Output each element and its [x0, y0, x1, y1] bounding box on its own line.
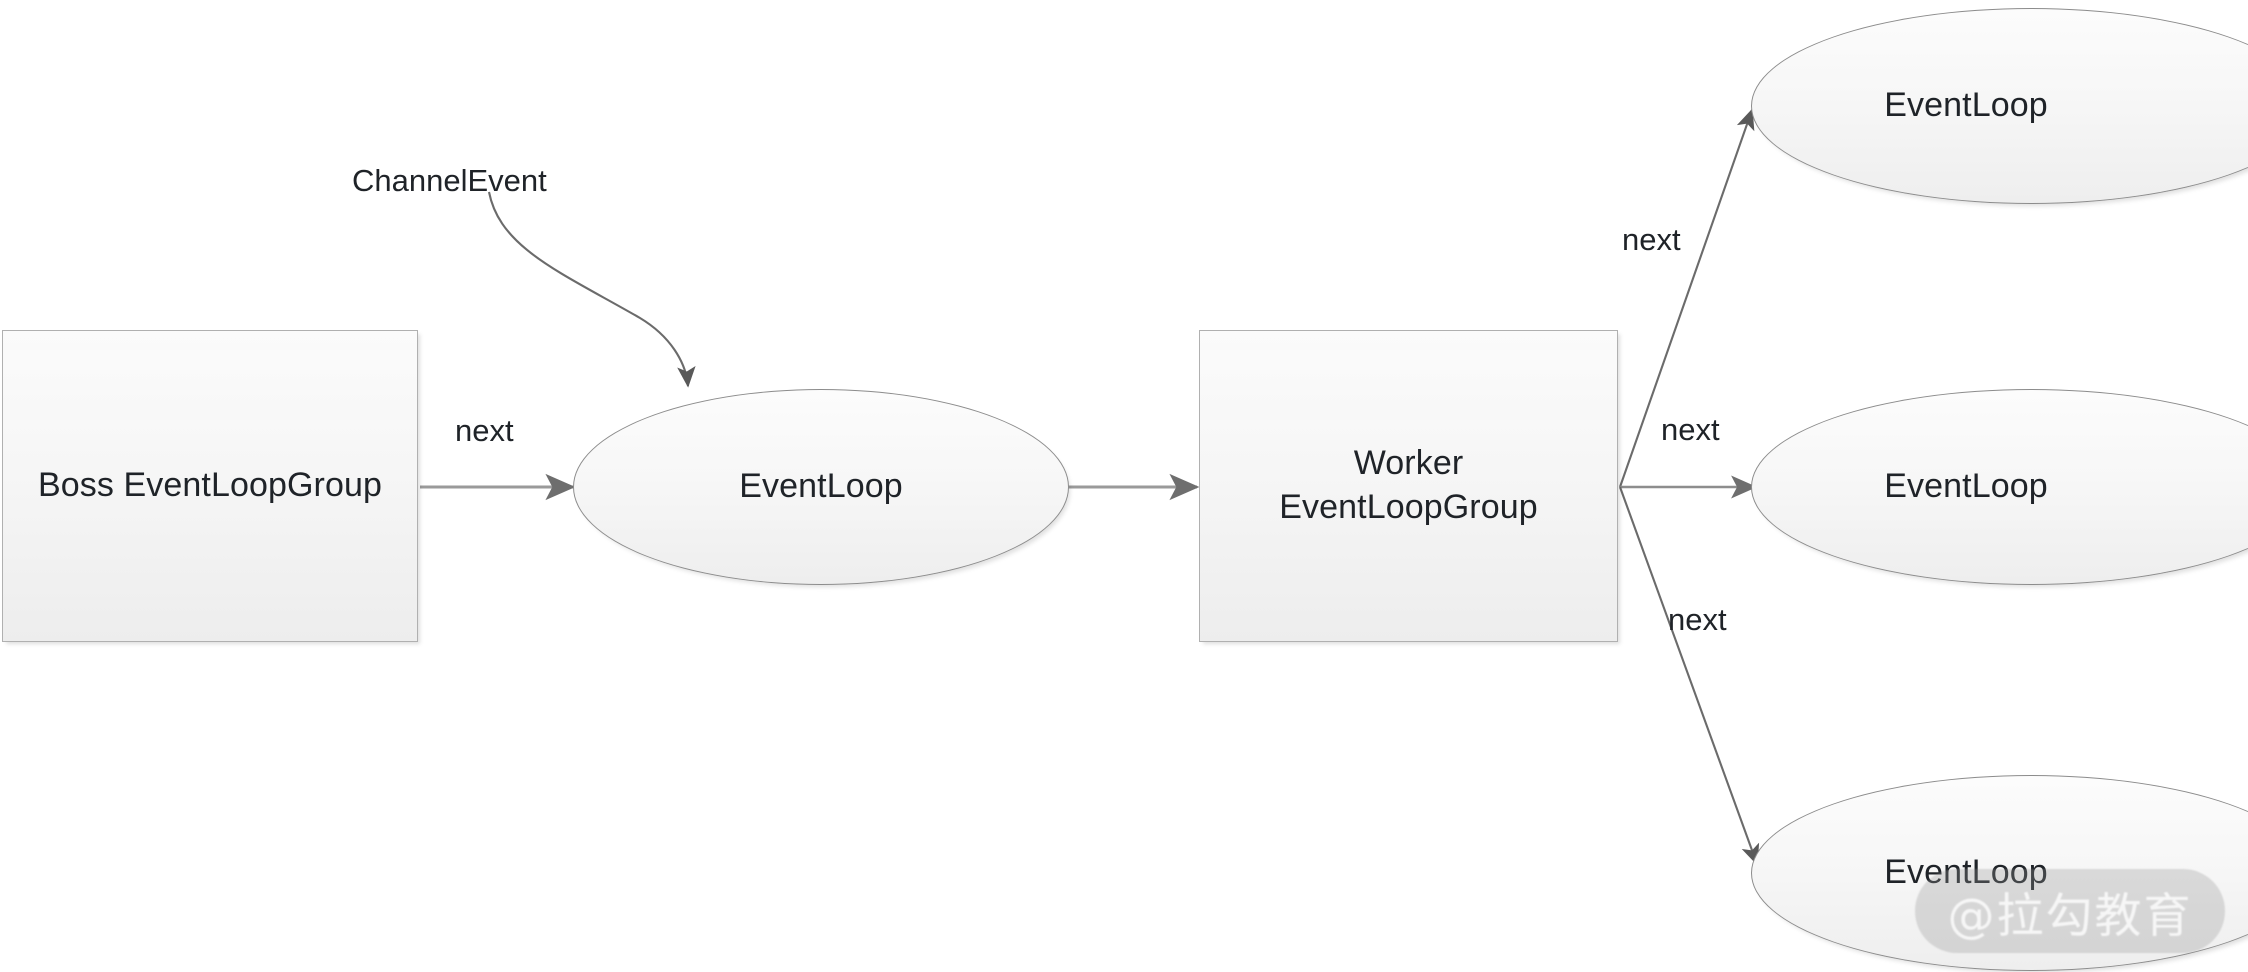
- node-worker-eventloop-3-label: EventLoop: [1884, 853, 2048, 892]
- edge-label-channel-event: ChannelEvent: [352, 163, 547, 198]
- edge-channel-event: [487, 191, 696, 388]
- node-worker-eventloopgroup-label: Worker EventLoopGroup: [1279, 444, 1538, 526]
- edge-label-worker-next-2: next: [1661, 412, 1720, 447]
- edge-label-boss-next: next: [455, 413, 514, 448]
- edge-label-worker-next-3: next: [1668, 602, 1727, 637]
- node-boss-eventloopgroup-label: Boss EventLoopGroup: [37, 466, 382, 505]
- edge-label-worker-next-1: next: [1622, 222, 1681, 257]
- node-worker-eventloop-3[interactable]: EventLoop: [1751, 775, 2248, 971]
- node-worker-eventloop-2[interactable]: EventLoop: [1751, 389, 2248, 585]
- node-worker-eventloopgroup[interactable]: Worker EventLoopGroup: [1199, 330, 1618, 642]
- node-worker-eventloop-1-label: EventLoop: [1884, 86, 2048, 125]
- edge-worker-to-eventloop-3: [1619, 486, 1760, 866]
- node-worker-eventloop-2-label: EventLoop: [1884, 467, 2048, 506]
- node-boss-eventloop[interactable]: EventLoop: [573, 389, 1069, 585]
- node-worker-eventloop-1[interactable]: EventLoop: [1751, 8, 2248, 204]
- node-boss-eventloopgroup[interactable]: Boss EventLoopGroup: [2, 330, 418, 642]
- node-boss-eventloop-label: EventLoop: [739, 467, 903, 506]
